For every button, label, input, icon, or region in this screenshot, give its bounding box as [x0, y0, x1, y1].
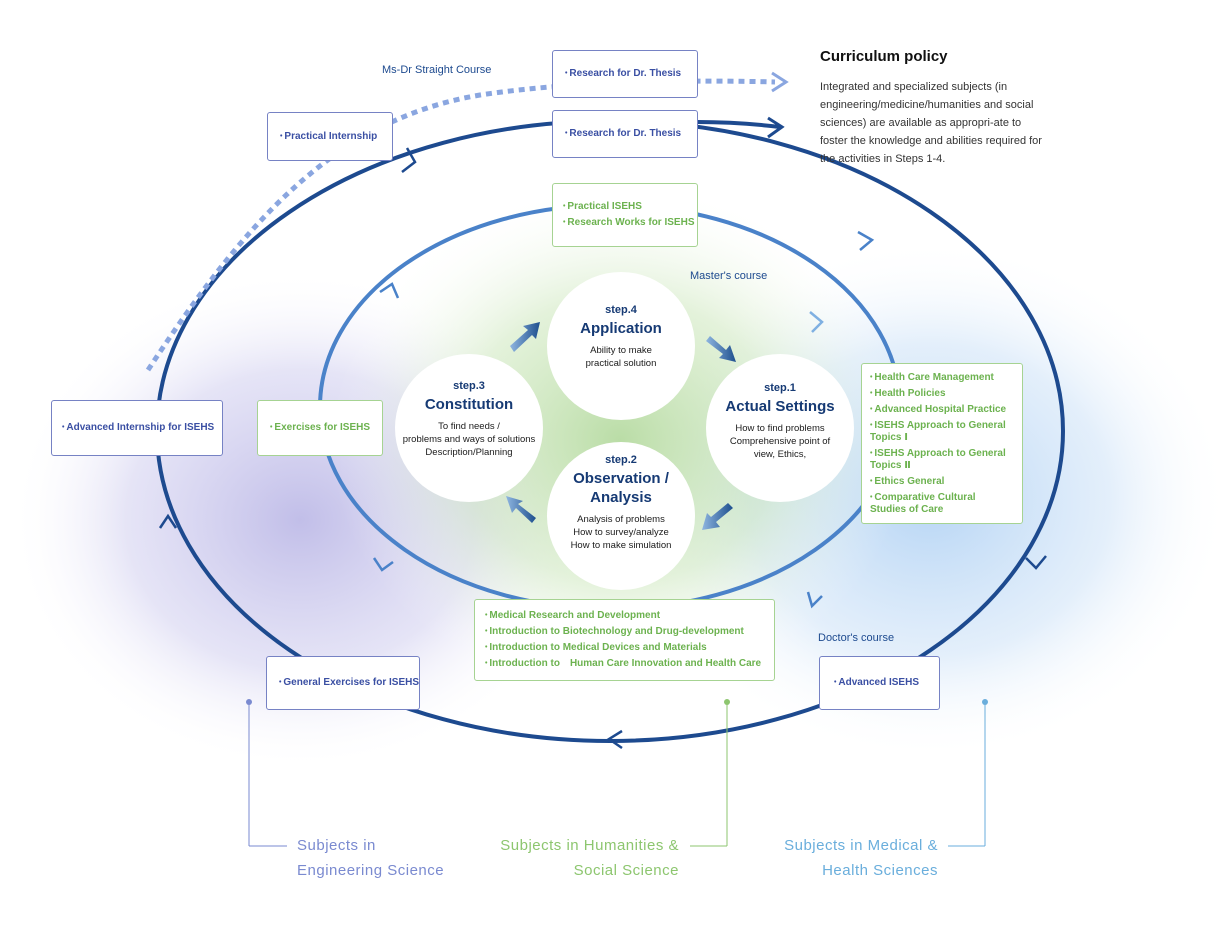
subject-item: Research Works for ISEHS: [563, 215, 697, 231]
ms-dr-arrowhead: [771, 71, 789, 93]
humanities-subjects-box: Medical Research and Development Introdu…: [474, 599, 775, 681]
subject-item: Comparative Cultural Studies of Care: [870, 492, 1014, 516]
engineering-dot: [246, 699, 252, 705]
humanities-dot: [724, 699, 730, 705]
subject-item: Health Care Management: [870, 372, 1014, 384]
inner-ring-chevron: [372, 557, 394, 572]
step-arrow: [510, 322, 540, 352]
step3-title: Constitution: [424, 396, 514, 413]
step3-description: To find needs / problems and ways of sol…: [402, 421, 536, 458]
engineering-category-line2: Engineering Science: [297, 862, 445, 879]
subject-item: ISEHS Approach to General Topics Ⅰ: [870, 420, 1014, 444]
thesis-arrow-line: [696, 120, 781, 129]
step1-description: How to find problems Comprehensive point…: [729, 423, 831, 460]
medical-leader: [948, 702, 986, 847]
subject-item: Medical Research and Development: [485, 608, 774, 624]
subject-item: Introduction to Human Care Innovation an…: [485, 656, 774, 672]
doctors-course-label: Doctor's course: [818, 632, 895, 644]
step1-number: step.1: [764, 382, 796, 394]
subject-item: Advanced ISEHS: [834, 675, 939, 691]
step-arrow: [702, 503, 733, 530]
step3-circle: step.3 Constitution To find needs / prob…: [395, 354, 543, 502]
step4-circle: step.4 Application Ability to make pract…: [547, 272, 695, 420]
step4-number: step.4: [605, 304, 637, 316]
medical-category-line2: Health Sciences: [822, 862, 938, 879]
subject-item: Exercises for ISEHS: [270, 420, 382, 436]
humanities-leader: [690, 702, 728, 847]
advanced-internship-box: Advanced Internship for ISEHS: [51, 400, 223, 456]
step2-title: Observation / Analysis: [573, 470, 669, 506]
step2-description: Analysis of problems How to survey/analy…: [570, 514, 672, 551]
step2-circle: step.2 Observation / Analysis Analysis o…: [547, 442, 695, 590]
subject-item: Practical ISEHS: [563, 199, 697, 215]
inner-ring-chevron: [806, 591, 823, 609]
outer-ring-chevron: [158, 513, 178, 529]
dr-thesis-dashed-box: Research for Dr. Thesis: [552, 50, 698, 98]
medical-subjects-box: Health Care Management Health Policies A…: [861, 363, 1023, 524]
engineering-category: Subjects in Engineering Science: [297, 833, 444, 883]
ms-dr-dashed-path: [145, 78, 776, 372]
subject-item: General Exercises for ISEHS: [279, 675, 419, 691]
engineering-category-line1: Subjects in: [297, 837, 376, 854]
medical-dot: [982, 699, 988, 705]
outer-ring-chevron: [1025, 555, 1047, 570]
step1-title: Actual Settings: [725, 398, 835, 415]
step4-description: Ability to make practical solution: [585, 345, 657, 369]
thesis-arrowhead: [767, 116, 785, 139]
dr-thesis-box: Research for Dr. Thesis: [552, 110, 698, 158]
humanities-category-line2: Social Science: [573, 862, 679, 879]
policy-title: Curriculum policy: [820, 48, 948, 65]
subject-item: Research for Dr. Thesis: [565, 66, 697, 82]
step1-circle: step.1 Actual Settings How to find probl…: [706, 354, 854, 502]
step2-number: step.2: [605, 454, 637, 466]
humanities-category-line1: Subjects in Humanities &: [500, 837, 679, 854]
ms-dr-course-label: Ms-Dr Straight Course: [382, 64, 492, 76]
step-arrow: [706, 336, 736, 362]
humanities-category: Subjects in Humanities & Social Science: [493, 833, 679, 883]
subject-item: Advanced Internship for ISEHS: [62, 420, 222, 436]
exercises-box: Exercises for ISEHS: [257, 400, 383, 456]
advanced-isehs-box: Advanced ISEHS: [819, 656, 940, 710]
general-exercises-box: General Exercises for ISEHS: [266, 656, 420, 710]
inner-ring-chevron: [809, 311, 824, 333]
inner-ring-chevron: [379, 282, 400, 299]
outer-ring-chevron: [401, 147, 417, 173]
subject-item: Practical Internship: [280, 129, 392, 145]
subject-item: Health Policies: [870, 388, 1014, 400]
step3-number: step.3: [453, 380, 485, 392]
medical-category-line1: Subjects in Medical &: [784, 837, 938, 854]
humanities-glow: [330, 180, 910, 700]
medical-category: Subjects in Medical & Health Sciences: [772, 833, 938, 883]
masters-course-label: Master's course: [690, 270, 768, 282]
step-arrow: [506, 496, 536, 523]
subject-item: Introduction to Medical Devices and Mate…: [485, 640, 774, 656]
subject-item: Advanced Hospital Practice: [870, 404, 1014, 416]
practical-isehs-box: Practical ISEHS Research Works for ISEHS: [552, 183, 698, 247]
subject-item: Research for Dr. Thesis: [565, 126, 697, 142]
outer-ring-chevron: [606, 729, 623, 750]
engineering-leader: [248, 702, 287, 847]
subject-item: ISEHS Approach to General Topics Ⅱ: [870, 448, 1014, 472]
inner-ring-chevron: [857, 230, 875, 251]
subject-item: Ethics General: [870, 476, 1014, 488]
subject-item: Introduction to Biotechnology and Drug-d…: [485, 624, 774, 640]
practical-internship-box: Practical Internship: [267, 112, 393, 161]
policy-text: Integrated and specialized subjects (in …: [820, 81, 1042, 165]
step4-title: Application: [580, 320, 662, 337]
